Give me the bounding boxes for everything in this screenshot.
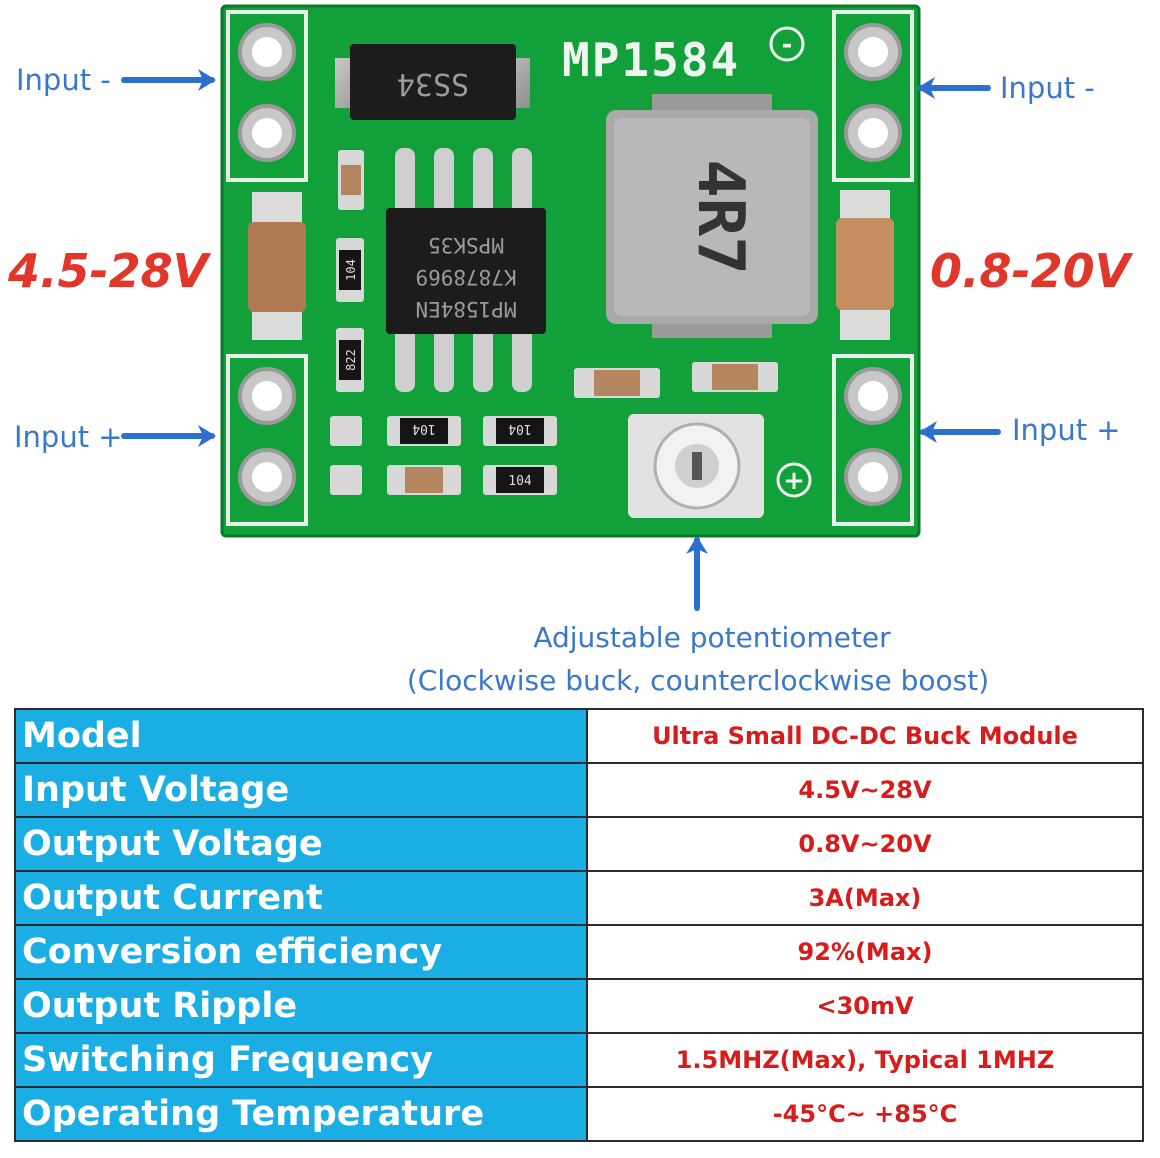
ic-line3: MPSK35 (428, 233, 504, 257)
resistor-104-b: 104 (508, 421, 532, 436)
potentiometer-note: (Clockwise buck, counterclockwise boost) (406, 664, 990, 697)
pad-frame-bottom-right (832, 354, 914, 526)
spec-value: 1.5MHZ(Max), Typical 1MHZ (586, 1032, 1144, 1088)
label-input-plus-right: Input + (1012, 413, 1121, 447)
spec-key: Conversion efficiency (14, 924, 588, 980)
label-input-minus-left: Input - (16, 63, 111, 97)
ic-line1: MP1584EN (415, 297, 516, 321)
label-input-minus-right: Input - (1000, 71, 1095, 105)
label-input-plus-left: Input + (14, 420, 123, 454)
silkscreen-model: MP1584 (562, 33, 740, 87)
resistor-104-c: 104 (508, 474, 532, 489)
resistor-104-a: 104 (412, 421, 436, 436)
minus-symbol: - (782, 30, 793, 60)
spec-value: 92%(Max) (586, 924, 1144, 980)
diode-marking: SS34 (397, 66, 469, 101)
plus-symbol: + (783, 466, 805, 496)
smd-small-parts: 104 822 104 104 104 (330, 150, 778, 495)
minus-marker (769, 26, 805, 62)
spec-value: 4.5V~28V (586, 762, 1144, 818)
spec-value: <30mV (586, 978, 1144, 1034)
spec-key: Operating Temperature (14, 1086, 588, 1142)
output-voltage-range: 0.8-20V (930, 244, 1131, 298)
spec-key: Switching Frequency (14, 1032, 588, 1088)
spec-key: Output Ripple (14, 978, 588, 1034)
spec-value: -45°C~ +85°C (586, 1086, 1144, 1142)
resistor-822: 822 (344, 349, 358, 371)
input-voltage-range: 4.5-28V (8, 244, 209, 298)
spec-key: Model (14, 708, 588, 764)
resistor-104-vertical: 104 (344, 259, 358, 281)
pad-frame-top-left (226, 10, 308, 182)
spec-key: Input Voltage (14, 762, 588, 818)
plus-marker (776, 462, 812, 498)
potentiometer-title: Adjustable potentiometer (533, 621, 891, 654)
table-row: Operating Temperature-45°C~ +85°C (14, 1086, 1144, 1142)
solder-pads (238, 23, 902, 506)
spec-key: Output Voltage (14, 816, 588, 872)
spec-value: 3A(Max) (586, 870, 1144, 926)
spec-value: 0.8V~20V (586, 816, 1144, 872)
pad-frame-bottom-left (226, 354, 308, 526)
ic-mp1584en: MP1584EN K7878969 MPSK35 (386, 148, 546, 392)
potentiometer (628, 414, 764, 518)
ic-line2: K7878969 (415, 265, 516, 289)
pcb-edge (220, 4, 921, 538)
board-illustration: SS34 MP1584 - 4R7 MP1584EN K7878969 MPSK… (121, 4, 1001, 611)
arrows (121, 69, 1001, 611)
capacitor-left (248, 192, 306, 340)
inductor-marking: 4R7 (683, 159, 757, 275)
spec-value: Ultra Small DC-DC Buck Module (586, 708, 1144, 764)
pad-frame-top-right (832, 10, 914, 182)
inductor-4r7: 4R7 (606, 94, 818, 338)
table-row: Output Ripple<30mV (14, 978, 1144, 1034)
capacitor-right (836, 190, 894, 340)
spec-key: Output Current (14, 870, 588, 926)
diode-ss34: SS34 (335, 44, 530, 120)
